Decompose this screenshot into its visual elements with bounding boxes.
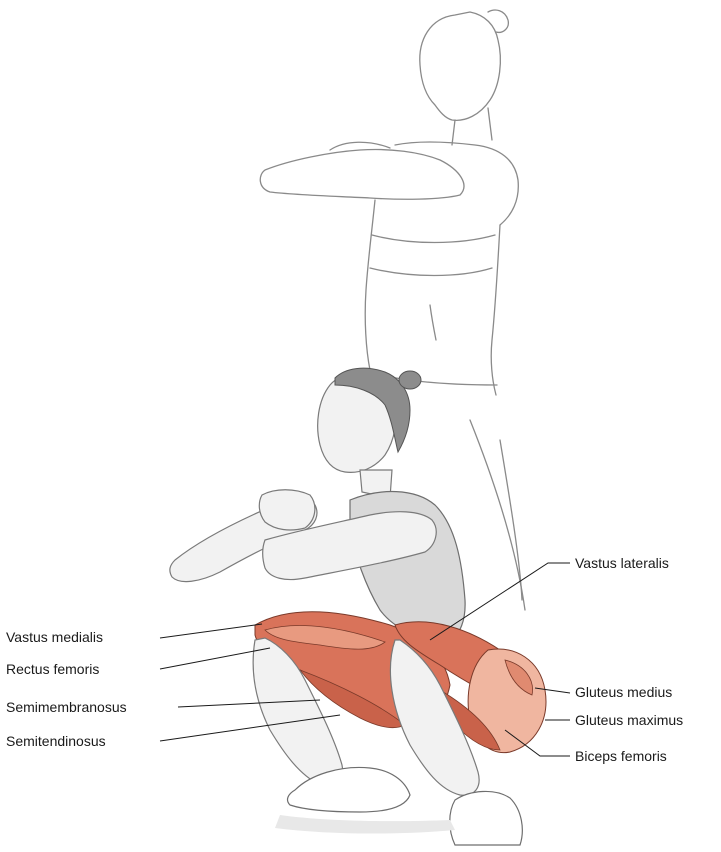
label-biceps-femoris: Biceps femoris	[575, 748, 667, 764]
label-rectus-femoris: Rectus femoris	[6, 661, 99, 677]
squatting-figure	[170, 368, 546, 845]
label-semimembranosus: Semimembranosus	[6, 699, 127, 715]
label-gluteus-maximus: Gluteus maximus	[575, 712, 683, 728]
label-gluteus-medius: Gluteus medius	[575, 684, 672, 700]
label-vastus-lateralis: Vastus lateralis	[575, 555, 669, 571]
label-vastus-medialis: Vastus medialis	[6, 629, 103, 645]
label-semitendinosus: Semitendinosus	[6, 733, 106, 749]
